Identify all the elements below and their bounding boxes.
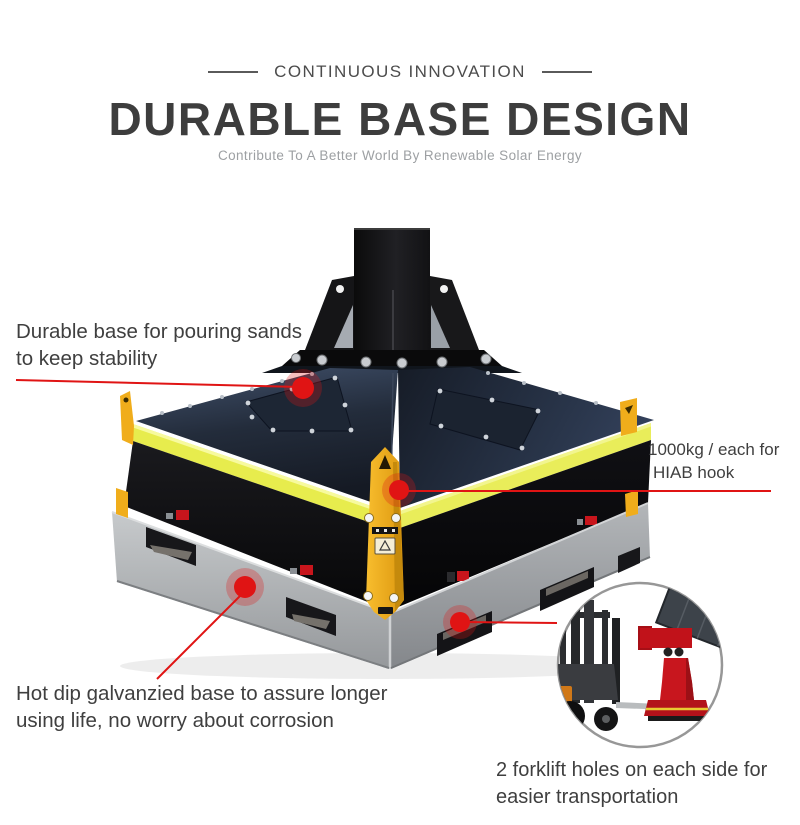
pyramid-hood [136, 367, 654, 508]
callout-hiab: 1000kg / each for HIAB hook [648, 438, 798, 484]
callout-hiab-line2: HIAB hook [653, 463, 735, 482]
callout-forklift-line1: 2 forklift holes on each side for [496, 759, 768, 781]
page-title: DURABLE BASE DESIGN [108, 93, 692, 145]
callout-sands-line1: Durable base for pouring sands [16, 320, 303, 343]
bracket-warning-sticker [374, 537, 396, 555]
callout-line-galvanized [156, 589, 247, 680]
plate-bolts [291, 353, 492, 369]
kicker-dash-right [541, 71, 592, 73]
callout-dot-forklift [450, 612, 470, 632]
mast-pole [354, 228, 430, 358]
kicker-row: CONTINUOUS INNOVATION [0, 62, 800, 82]
forklift-inset [556, 581, 724, 749]
hook-hole [379, 455, 391, 469]
hiab-bracket-right [620, 398, 638, 517]
base-walls [124, 440, 651, 610]
callout-hiab-line1: 1000kg / each for [648, 440, 780, 459]
wall-right [391, 440, 651, 610]
kicker-text: CONTINUOUS INNOVATION [274, 62, 526, 81]
forklift-icon [558, 600, 702, 731]
callout-sands: Durable base for pouring sands to keep s… [16, 318, 346, 372]
hood-access-panel-right [429, 388, 541, 451]
corner-brackets [116, 391, 638, 620]
callout-dot-galvanized [234, 576, 256, 598]
callout-dot-hiab [389, 480, 409, 500]
callout-line-sands [15, 379, 302, 388]
hiab-bracket-left [116, 391, 134, 518]
callout-galvanized: Hot dip galvanzied base to assure longer… [16, 680, 476, 734]
callout-markers [15, 369, 771, 680]
kicker-dash-left [208, 71, 259, 73]
callout-forklift-line2: easier transportation [496, 786, 679, 808]
callout-sands-line2: to keep stability [16, 347, 158, 370]
solar-unit-icon [638, 583, 722, 721]
callout-galvanized-line2: using life, no worry about corrosion [16, 709, 334, 732]
page-subtitle: Contribute To A Better World By Renewabl… [217, 148, 583, 163]
hiab-bracket-front [363, 447, 404, 620]
gusset-brackets [305, 276, 479, 354]
callout-line-forklift [464, 621, 558, 624]
wall-left [124, 441, 388, 610]
callout-forklift: 2 forklift holes on each side for easier… [496, 757, 796, 811]
warning-labels [166, 510, 597, 582]
callout-galvanized-line1: Hot dip galvanzied base to assure longer [16, 682, 388, 705]
callout-dot-sands [292, 377, 314, 399]
bracket-bolts [363, 513, 401, 603]
